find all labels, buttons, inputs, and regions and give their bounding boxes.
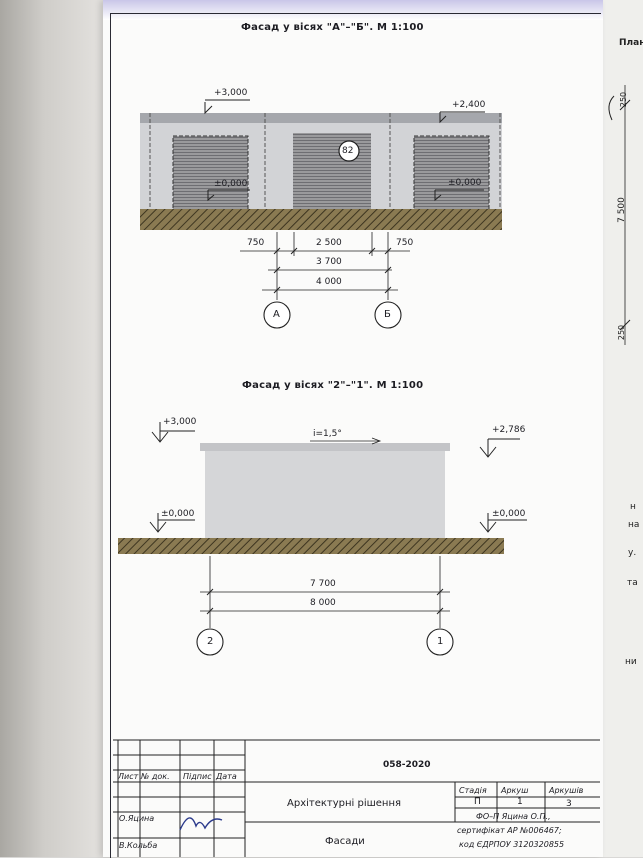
axis-2-circle (196, 628, 224, 656)
stamp-project: Архітектурні рішення (287, 798, 402, 809)
axis-a-circle (263, 301, 291, 329)
drawing1-title: Фасад у вісях "А"–"Б". М 1:100 (241, 22, 424, 33)
stamp-header-sign: Підпис (183, 772, 212, 781)
stamp-sheet-name: Фасади (325, 836, 365, 847)
right-page-edge (600, 0, 643, 857)
level-top-right: +2,400 (452, 100, 486, 110)
axis-b-circle (374, 301, 402, 329)
right-dim-250-bottom: 250 (617, 324, 627, 341)
stamp-header-list: Лист (118, 772, 139, 781)
gate-left (172, 135, 249, 212)
stamp-edrpou: код ЄДРПОУ 3120320855 (459, 840, 565, 849)
level2-zero-left: ±0,000 (161, 509, 195, 519)
stamp-person-1: О.Яцина (119, 814, 155, 823)
stamp-stage: П (474, 797, 481, 807)
right-dim-7500: 7 500 (616, 197, 627, 223)
right-fragment-3: у. (628, 548, 637, 558)
stamp-person-2: В.Кольба (119, 841, 158, 850)
dim-8000: 8 000 (310, 598, 336, 608)
stamp-code: 058-2020 (383, 760, 431, 770)
level2-top-right: +2,786 (492, 425, 526, 435)
title-block-lines (113, 739, 600, 857)
right-fragment-1: н (630, 502, 636, 512)
right-page-heading: План (619, 38, 643, 48)
stamp-sheet-label: Аркуш (501, 786, 529, 795)
ground-2-1 (118, 538, 504, 554)
stamp-cert: сертифікат АР №006467; (457, 826, 562, 835)
facade-a-b (140, 99, 502, 329)
gate-right (413, 135, 490, 212)
level-top-left: +3,000 (214, 88, 248, 98)
facade-2-1-roof (200, 443, 450, 451)
right-fragment-2: на (628, 520, 640, 530)
signature (179, 817, 223, 831)
stamp-header-doc: № док. (141, 772, 170, 781)
level-zero-right: ±0,000 (448, 178, 482, 188)
stamp-sheets-label: Аркушів (549, 786, 584, 795)
facade-2-1 (118, 422, 527, 656)
axis-1-circle (426, 628, 454, 656)
dim-750-right: 750 (396, 238, 414, 248)
stamp-company: ФО–П Яцина О.П., (476, 812, 551, 821)
gate-middle (293, 133, 371, 211)
background-left-page (0, 0, 110, 857)
stamp-stage-label: Стадія (459, 786, 487, 795)
right-page-plan (608, 85, 631, 345)
stamp-header-date: Дата (216, 772, 237, 781)
dim-2500: 2 500 (316, 238, 342, 248)
level2-top-left: +3,000 (163, 417, 197, 427)
stamp-sheet: 1 (517, 797, 523, 807)
axis-b-label: Б (384, 309, 391, 320)
facade-a-b-parapet (140, 113, 502, 123)
dim-4000: 4 000 (316, 277, 342, 287)
dim-7700: 7 700 (310, 579, 336, 589)
level-zero-left: ±0,000 (214, 179, 248, 189)
ground-a-b (140, 209, 502, 230)
axis-1-label: 1 (437, 636, 444, 647)
axis-2-label: 2 (207, 636, 214, 647)
sheet-frame (110, 13, 601, 858)
drawing2-title: Фасад у вісях "2"–"1". М 1:100 (242, 380, 424, 391)
axis-a-label: А (273, 309, 280, 320)
level2-zero-right: ±0,000 (492, 509, 526, 519)
dim-3700: 3 700 (316, 257, 342, 267)
right-dim-250-top: 250 (619, 91, 629, 108)
right-fragment-5: ни (625, 657, 637, 667)
marker-82: 82 (342, 146, 354, 156)
dim-750-left: 750 (247, 238, 265, 248)
facade-2-1-wall (205, 449, 445, 541)
stamp-sheets: 3 (566, 799, 572, 809)
sheet-top-band (103, 0, 603, 20)
roof-slope: i=1,5° (313, 429, 342, 439)
marker-circle (338, 140, 360, 162)
right-fragment-4: та (627, 578, 638, 588)
